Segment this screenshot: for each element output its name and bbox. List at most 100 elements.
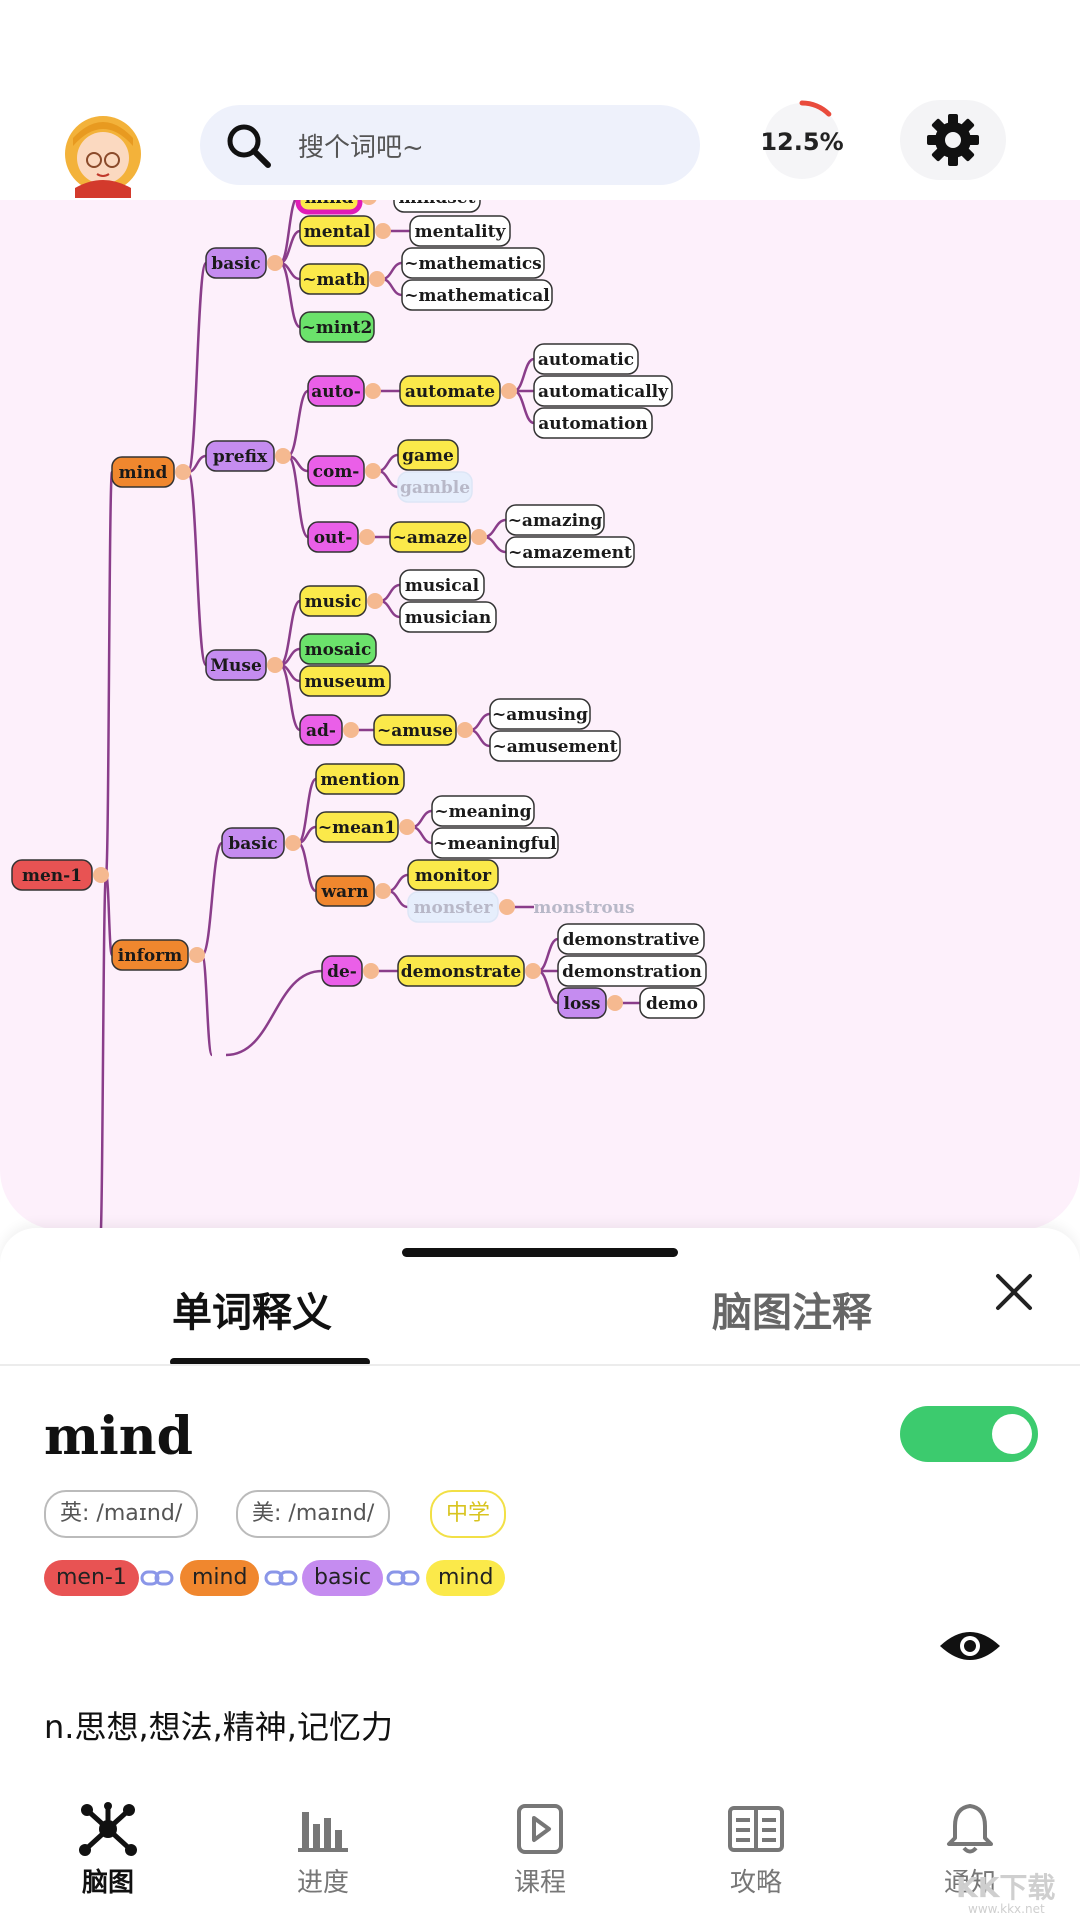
mindmap-node-game[interactable]: game (397, 439, 459, 471)
mindmap-edge (297, 841, 317, 893)
mindmap-node-mindset[interactable]: mindset (393, 200, 481, 213)
breadcrumb-item[interactable]: mind (180, 1560, 260, 1596)
collapse-handle[interactable] (457, 722, 473, 738)
collapse-handle[interactable] (375, 223, 391, 239)
nav-course[interactable]: 课程 (480, 1802, 600, 1912)
mindmap-node-amazement[interactable]: ~amazement (505, 536, 635, 568)
collapse-handle[interactable] (275, 448, 291, 464)
settings-button[interactable] (900, 100, 1006, 180)
collapse-handle[interactable] (399, 819, 415, 835)
mindmap-node-loss[interactable]: loss (557, 987, 623, 1019)
mindmap-node-gamble[interactable]: gamble (397, 471, 473, 503)
mindmap-node-demonstrative[interactable]: demonstrative (557, 923, 705, 955)
mindmap-node-demo[interactable]: demo (639, 987, 705, 1019)
collapse-handle[interactable] (367, 593, 383, 609)
mindmap-node-automatically[interactable]: automatically (533, 375, 673, 407)
breadcrumb-item[interactable]: mind (426, 1560, 506, 1596)
mindmap-node-automate[interactable]: automate (399, 375, 517, 407)
mindmap-node-math[interactable]: ~math (299, 263, 385, 295)
pronunciation-us-button[interactable]: 美: /maɪnd/ (236, 1490, 391, 1538)
mindmap-node-musician[interactable]: musician (399, 601, 497, 633)
collapse-handle[interactable] (361, 200, 377, 205)
nav-guide[interactable]: 攻略 (696, 1802, 816, 1912)
collapse-handle[interactable] (607, 995, 623, 1011)
collapse-handle[interactable] (267, 657, 283, 673)
breadcrumb-item[interactable]: basic (302, 1560, 384, 1596)
mindmap-node-basic1[interactable]: basic (205, 247, 283, 279)
mindmap-node-basic2[interactable]: basic (221, 827, 301, 859)
tab-word-definition[interactable]: 单词释义 (172, 1290, 332, 1336)
collapse-handle[interactable] (285, 835, 301, 851)
mindmap-node-mosaic[interactable]: mosaic (299, 633, 377, 665)
sheet-drag-handle[interactable] (402, 1248, 678, 1257)
mindmap-node-warn[interactable]: warn (315, 875, 391, 907)
collapse-handle[interactable] (499, 899, 515, 915)
mindmap-node-amuse[interactable]: ~amuse (373, 714, 473, 746)
mindmap-node-inform[interactable]: inform (111, 939, 205, 971)
mindmap-node-musical[interactable]: musical (399, 569, 485, 601)
progress-indicator[interactable]: 12.5% (752, 100, 852, 182)
collapse-handle[interactable] (501, 383, 517, 399)
svg-text:monster: monster (414, 898, 494, 918)
mindmap-node-ad[interactable]: ad- (299, 714, 359, 746)
collapse-handle[interactable] (343, 722, 359, 738)
nav-mindmap[interactable]: 脑图 (48, 1802, 168, 1912)
collapse-handle[interactable] (189, 947, 205, 963)
collapse-handle[interactable] (471, 529, 487, 545)
collapse-handle[interactable] (375, 883, 391, 899)
mindmap-node-mean1[interactable]: ~mean1 (315, 811, 415, 843)
mindmap-node-com[interactable]: com- (307, 455, 381, 487)
display-toggle[interactable] (900, 1406, 1038, 1462)
mindmap-node-amusing[interactable]: ~amusing (489, 698, 591, 730)
mindmap-node-music[interactable]: music (299, 585, 383, 617)
visibility-button[interactable] (938, 1626, 1002, 1666)
mindmap-node-muse[interactable]: Muse (205, 649, 283, 681)
breadcrumb-item[interactable]: men-1 (44, 1560, 139, 1596)
collapse-handle[interactable] (365, 383, 381, 399)
mindmap-node-demonstrate[interactable]: demonstrate (397, 955, 541, 987)
mindmap-node-automatic[interactable]: automatic (533, 343, 639, 375)
mindmap-node-amaze[interactable]: ~amaze (389, 521, 487, 553)
collapse-handle[interactable] (525, 963, 541, 979)
mindmap-node-mathematical[interactable]: ~mathematical (401, 279, 553, 311)
mindmap-node-de[interactable]: de- (321, 955, 379, 987)
user-avatar[interactable] (55, 102, 151, 198)
mindmap-node-demonstration[interactable]: demonstration (557, 955, 707, 987)
mindmap-node-mention[interactable]: mention (315, 763, 405, 795)
collapse-handle[interactable] (365, 463, 381, 479)
mindmap-node-prefix[interactable]: prefix (205, 440, 291, 472)
mindmap-node-meaningful[interactable]: ~meaningful (431, 827, 559, 859)
mindmap-node-amusement[interactable]: ~amusement (489, 730, 621, 762)
collapse-handle[interactable] (175, 464, 191, 480)
mindmap-node-mindleaf[interactable]: mind (295, 200, 377, 215)
nav-notifications[interactable]: 通知 (910, 1802, 1030, 1912)
collapse-handle[interactable] (267, 255, 283, 271)
mindmap-node-men1[interactable]: men-1 (11, 859, 109, 891)
search-bar[interactable]: 搜个词吧~ (200, 105, 700, 185)
mindmap-node-mental[interactable]: mental (299, 215, 391, 247)
mindmap-node-out[interactable]: out- (307, 521, 375, 553)
mindmap-node-mind[interactable]: mind (111, 456, 191, 488)
tab-mindmap-notes[interactable]: 脑图注释 (712, 1290, 872, 1336)
svg-text:mind: mind (305, 200, 354, 208)
pronunciation-uk-button[interactable]: 英: /maɪnd/ (44, 1490, 199, 1538)
collapse-handle[interactable] (363, 963, 379, 979)
mindmap-node-mint2[interactable]: ~mint2 (299, 311, 375, 343)
mindmap-node-automation[interactable]: automation (533, 407, 653, 439)
mindmap-node-meaning[interactable]: ~meaning (431, 795, 535, 827)
collapse-handle[interactable] (359, 529, 375, 545)
close-button[interactable] (992, 1270, 1036, 1314)
mindmap-node-museum[interactable]: museum (299, 665, 391, 697)
mindmap-node-amazing[interactable]: ~amazing (505, 504, 605, 536)
svg-text:automate: automate (405, 382, 495, 402)
mindmap-node-monster[interactable]: monster (407, 891, 515, 923)
mindmap-node-auto[interactable]: auto- (307, 375, 381, 407)
collapse-handle[interactable] (93, 867, 109, 883)
mindmap-node-mentality[interactable]: mentality (409, 215, 511, 247)
mindmap-node-monitor[interactable]: monitor (407, 859, 499, 891)
nav-progress[interactable]: 进度 (263, 1802, 383, 1912)
collapse-handle[interactable] (369, 271, 385, 287)
mindmap-node-monstrous[interactable]: monstrous (533, 898, 634, 918)
mindmap-node-mathematics[interactable]: ~mathematics (401, 247, 545, 279)
